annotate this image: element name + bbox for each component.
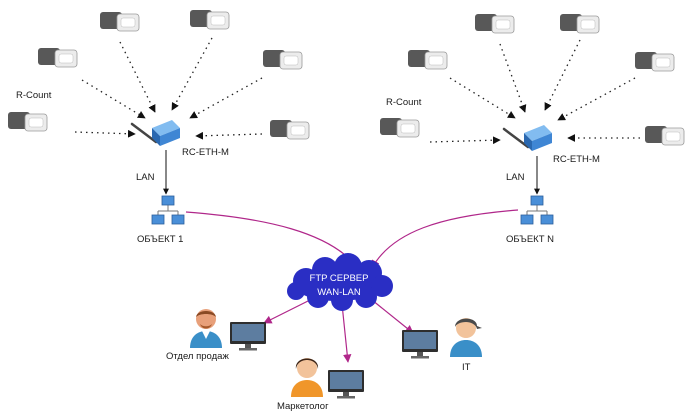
sensor-left-2 <box>190 10 230 30</box>
sensor-right-5 <box>380 118 420 138</box>
ethernet-controller-icon <box>502 125 552 151</box>
person-icon <box>450 318 482 357</box>
people-counter-sensor-icon <box>408 50 448 70</box>
people-counter-sensor-icon <box>475 14 515 34</box>
sensor-left-4 <box>263 50 303 70</box>
cloud-icon <box>287 253 393 311</box>
people-counter-sensor-icon <box>100 12 140 32</box>
controller-right-label: RC-ETH-M <box>553 154 600 165</box>
sensor-right-3 <box>408 50 448 70</box>
sensor-right-6 <box>645 126 685 146</box>
people-counter-sensor-icon <box>263 50 303 70</box>
sensor-left-1 <box>100 12 140 32</box>
network-right <box>520 195 554 225</box>
sensor-left-6 <box>270 120 310 140</box>
person-icon <box>291 358 323 397</box>
people-counter-sensor-icon <box>645 126 685 146</box>
ethernet-controller-icon <box>130 120 180 146</box>
sensor-right-2 <box>560 14 600 34</box>
people-counter-sensor-icon <box>38 48 78 68</box>
right-object-cluster: R-Count RC-ETH-M LAN ОБЪЕКТ N <box>380 14 685 245</box>
lan-network-icon <box>151 195 185 225</box>
sensor-left-5 <box>8 112 48 132</box>
cloud-label-line1: FTP СЕРВЕР <box>310 273 369 284</box>
people-counter-sensor-icon <box>380 118 420 138</box>
right-sensor-links <box>429 39 640 145</box>
ftp-server-cloud: FTP СЕРВЕР WAN-LAN <box>287 253 393 311</box>
people-counter-sensor-icon <box>560 14 600 34</box>
lan-left-label: LAN <box>136 172 155 183</box>
user-sales: Отдел продаж <box>166 309 266 362</box>
object-left-label: ОБЪЕКТ 1 <box>137 234 183 245</box>
monitor-icon <box>230 322 266 351</box>
sensor-right-1 <box>475 14 515 34</box>
lan-network-icon <box>520 195 554 225</box>
sensor-right-label: R-Count <box>386 97 422 108</box>
sensor-left-label: R-Count <box>16 90 52 101</box>
monitor-icon <box>402 330 438 359</box>
person-icon <box>190 309 222 348</box>
user-it-label: IT <box>462 362 471 373</box>
link-cloud-to-it <box>371 299 414 334</box>
sensor-right-4 <box>635 52 675 72</box>
people-counter-sensor-icon <box>8 112 48 132</box>
user-sales-label: Отдел продаж <box>166 351 229 362</box>
left-object-cluster: R-Count RC-ETH-M LAN ОБЪЕКТ 1 <box>8 10 310 245</box>
user-it: IT <box>402 318 482 373</box>
controller-right <box>502 125 552 151</box>
monitor-icon <box>328 370 364 399</box>
controller-left-label: RC-ETH-M <box>182 147 229 158</box>
link-objectN-to-cloud <box>371 209 519 269</box>
left-sensor-links <box>74 37 263 140</box>
lan-right-label: LAN <box>506 172 525 183</box>
controller-left <box>130 120 180 146</box>
cloud-label-line2: WAN-LAN <box>317 287 361 298</box>
network-left <box>151 195 185 225</box>
link-cloud-to-marketer <box>341 303 352 363</box>
people-counter-sensor-icon <box>190 10 230 30</box>
user-marketer-label: Маркетолог <box>277 401 329 412</box>
object-right-label: ОБЪЕКТ N <box>506 234 554 245</box>
people-counter-sensor-icon <box>270 120 310 140</box>
user-marketer: Маркетолог <box>277 358 364 412</box>
people-counter-sensor-icon <box>635 52 675 72</box>
sensor-left-3 <box>38 48 78 68</box>
